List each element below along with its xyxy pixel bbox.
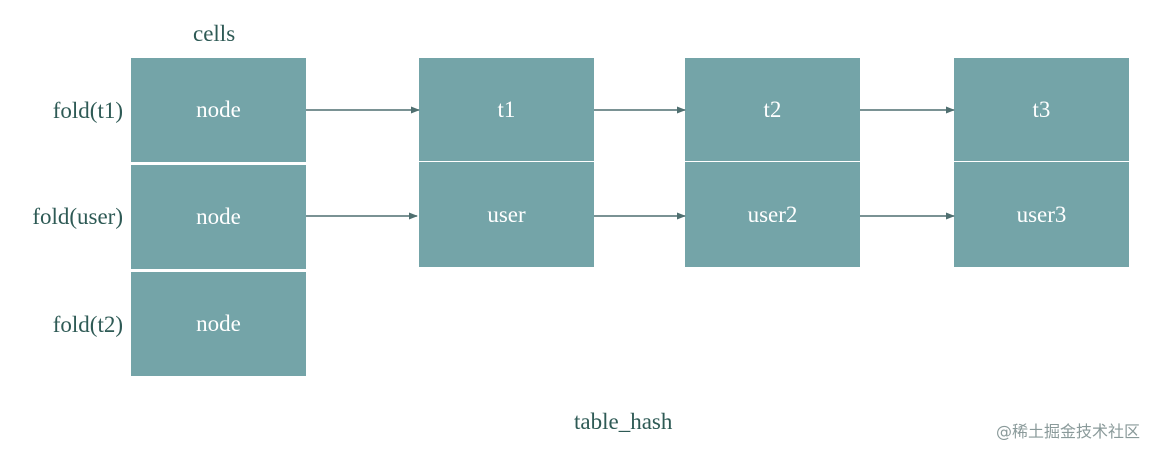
cell-node-box: node [131, 58, 306, 162]
cell-node-box: node [131, 165, 306, 269]
chain-node-user: user [419, 162, 594, 267]
chain-node-t1: t1 [419, 58, 594, 161]
row-label-fold-t2: fold(t2) [52, 312, 123, 337]
chain-node-t3: t3 [954, 58, 1129, 161]
chain-node-user2: user2 [685, 162, 860, 267]
watermark: @稀土掘金技术社区 [995, 422, 1140, 441]
row-label-fold-t1: fold(t1) [52, 98, 123, 123]
cell-node-box: node [131, 272, 306, 376]
row-label-fold-user: fold(user) [32, 204, 123, 229]
chain-node-user3: user3 [954, 162, 1129, 267]
diagram-caption: table_hash [574, 409, 673, 434]
cells-title: cells [193, 21, 236, 46]
chain-node-t2: t2 [685, 58, 860, 161]
